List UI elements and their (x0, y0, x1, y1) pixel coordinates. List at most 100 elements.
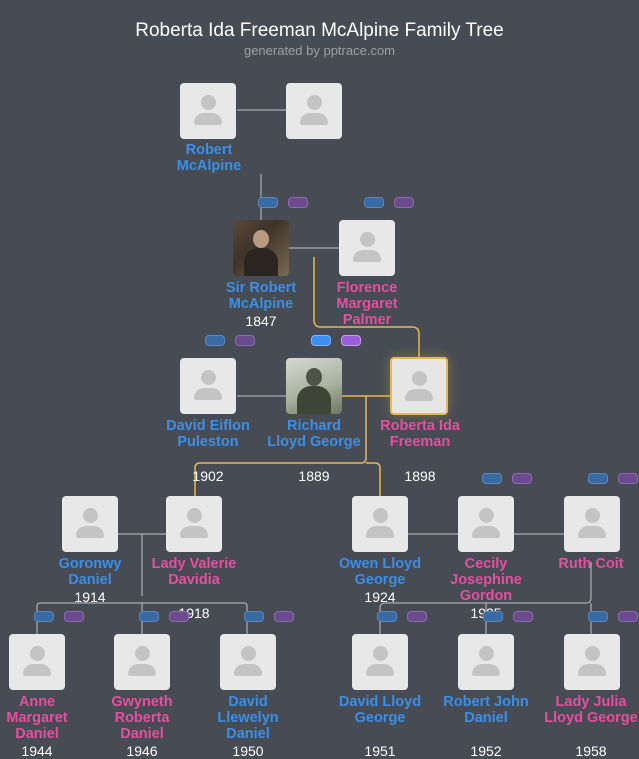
person-avatar-david-llewelyn[interactable] (220, 634, 276, 690)
person-avatar-robert-mcalpine[interactable] (180, 83, 236, 139)
person-name-gwyneth[interactable]: Gwyneth Roberta Daniel (111, 694, 173, 742)
person-silhouette-body (578, 664, 606, 676)
person-photo-richard[interactable] (286, 358, 342, 414)
person-name-sir-robert[interactable]: Sir Robert McAlpine (225, 280, 297, 312)
person-photo-sir-robert[interactable] (233, 220, 289, 276)
person-name-david-lloyd[interactable]: David Lloyd George (338, 694, 422, 726)
person-silhouette-icon (200, 95, 216, 110)
person-silhouette-icon (359, 232, 375, 247)
expand-ancestors-male-button[interactable] (364, 197, 384, 208)
expand-ancestors-male-button[interactable] (588, 473, 608, 484)
expand-ancestors-female-button[interactable] (169, 611, 189, 622)
person-avatar-gwyneth[interactable] (114, 634, 170, 690)
person-avatar-unknown-mother[interactable] (286, 83, 342, 139)
expand-ancestors-male-button-active[interactable] (311, 335, 331, 346)
person-silhouette-body (180, 526, 208, 538)
photo-figure-head (306, 368, 322, 386)
person-silhouette-icon (82, 508, 98, 523)
person-name-owen[interactable]: Owen Lloyd George (338, 556, 422, 588)
expand-ancestors-female-button[interactable] (288, 197, 308, 208)
person-name-cecily[interactable]: Cecily Josephine Gordon (450, 556, 522, 604)
expand-ancestors-female-button[interactable] (618, 611, 638, 622)
expand-ancestors-female-button[interactable] (64, 611, 84, 622)
person-avatar-florence[interactable] (339, 220, 395, 276)
person-avatar-roberta-selected[interactable] (390, 357, 448, 415)
person-name-roberta[interactable]: Roberta Ida Freeman (380, 418, 460, 450)
person-silhouette-icon (372, 646, 388, 661)
person-name-lady-valerie[interactable]: Lady Valerie Davidia (151, 556, 237, 588)
person-year-richard: 1889 (298, 468, 330, 484)
person-silhouette-icon (411, 371, 427, 386)
person-year-goronwy: 1914 (74, 589, 106, 605)
expand-ancestors-male-button[interactable] (139, 611, 159, 622)
person-name-robert-john[interactable]: Robert John Daniel (443, 694, 529, 726)
expand-ancestors-female-button[interactable] (513, 611, 533, 622)
person-silhouette-body (366, 664, 394, 676)
person-avatar-ruth[interactable] (564, 496, 620, 552)
person-avatar-lady-julia[interactable] (564, 634, 620, 690)
expand-ancestors-male-button[interactable] (34, 611, 54, 622)
expand-ancestors-female-button[interactable] (512, 473, 532, 484)
person-year-owen: 1924 (364, 589, 396, 605)
person-name-anne[interactable]: Anne Margaret Daniel (6, 694, 68, 742)
photo-figure-body (297, 386, 331, 414)
person-silhouette-body (472, 664, 500, 676)
person-year-roberta: 1898 (404, 468, 436, 484)
expand-ancestors-female-button[interactable] (394, 197, 414, 208)
person-silhouette-body (472, 526, 500, 538)
person-name-florence[interactable]: Florence Margaret Palmer (336, 280, 398, 328)
person-year-anne: 1944 (21, 743, 53, 759)
person-silhouette-icon (29, 646, 45, 661)
person-name-david-eiflon[interactable]: David Eiflon Puleston (166, 418, 250, 450)
person-avatar-robert-john[interactable] (458, 634, 514, 690)
page-subtitle: generated by pptrace.com (243, 43, 396, 58)
person-year-gwyneth: 1946 (126, 743, 158, 759)
person-silhouette-body (128, 664, 156, 676)
person-avatar-david-lloyd[interactable] (352, 634, 408, 690)
person-silhouette-icon (186, 508, 202, 523)
expand-ancestors-female-button[interactable] (235, 335, 255, 346)
person-silhouette-icon (584, 508, 600, 523)
person-silhouette-icon (240, 646, 256, 661)
page-title: Roberta Ida Freeman McAlpine Family Tree (135, 20, 504, 41)
expand-ancestors-male-button[interactable] (482, 473, 502, 484)
person-avatar-owen[interactable] (352, 496, 408, 552)
person-silhouette-body (353, 250, 381, 262)
expand-ancestors-male-button[interactable] (258, 197, 278, 208)
person-silhouette-icon (478, 646, 494, 661)
person-year-david-llewelyn: 1950 (232, 743, 264, 759)
person-silhouette-icon (306, 95, 322, 110)
person-year-lady-julia: 1958 (575, 743, 607, 759)
expand-ancestors-male-button[interactable] (483, 611, 503, 622)
person-silhouette-body (76, 526, 104, 538)
expand-ancestors-female-button-active[interactable] (341, 335, 361, 346)
person-avatar-lady-valerie[interactable] (166, 496, 222, 552)
person-name-david-llewelyn[interactable]: David Llewelyn Daniel (217, 694, 279, 742)
person-avatar-anne[interactable] (9, 634, 65, 690)
person-name-goronwy[interactable]: Goronwy Daniel (58, 556, 122, 588)
person-silhouette-body (194, 388, 222, 400)
expand-ancestors-female-button[interactable] (618, 473, 638, 484)
expand-ancestors-male-button[interactable] (244, 611, 264, 622)
person-year-david-eiflon: 1902 (192, 468, 224, 484)
person-silhouette-icon (134, 646, 150, 661)
photo-figure-body (244, 248, 278, 276)
person-name-ruth[interactable]: Ruth Coit (558, 556, 624, 572)
person-silhouette-body (578, 526, 606, 538)
expand-ancestors-male-button[interactable] (377, 611, 397, 622)
person-avatar-goronwy[interactable] (62, 496, 118, 552)
person-year-david-lloyd: 1951 (364, 743, 396, 759)
person-avatar-cecily[interactable] (458, 496, 514, 552)
person-silhouette-body (23, 664, 51, 676)
person-name-richard[interactable]: Richard Lloyd George (267, 418, 361, 450)
expand-ancestors-male-button[interactable] (205, 335, 225, 346)
expand-ancestors-male-button[interactable] (588, 611, 608, 622)
expand-ancestors-female-button[interactable] (407, 611, 427, 622)
person-name-robert-mcalpine[interactable]: Robert McAlpine (176, 142, 242, 174)
person-silhouette-icon (372, 508, 388, 523)
expand-ancestors-female-button[interactable] (274, 611, 294, 622)
person-avatar-david-eiflon[interactable] (180, 358, 236, 414)
person-name-lady-julia[interactable]: Lady Julia Lloyd George (544, 694, 638, 726)
person-silhouette-icon (200, 370, 216, 385)
photo-figure-head (253, 230, 269, 248)
